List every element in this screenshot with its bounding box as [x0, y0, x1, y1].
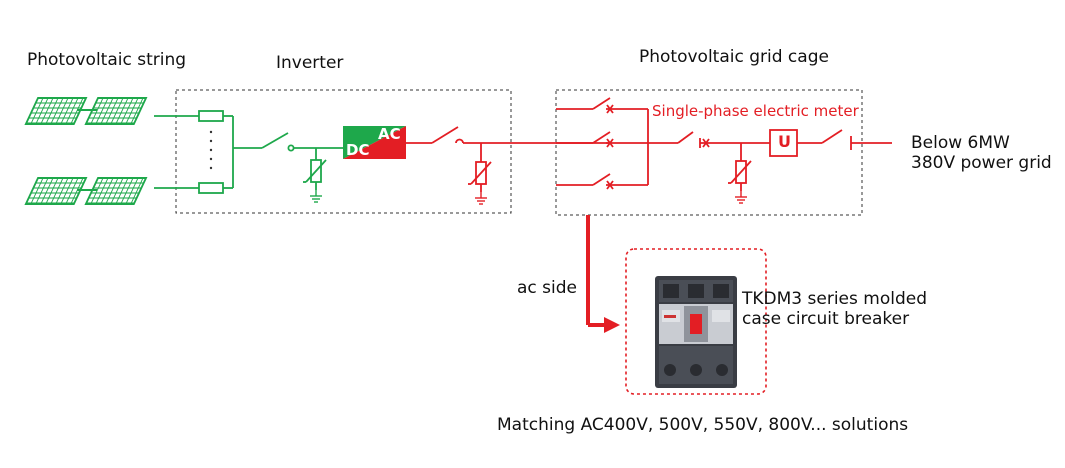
switch-icon	[592, 173, 611, 186]
fuse-icon	[198, 110, 224, 122]
inverter-ac-text: AC	[378, 125, 401, 143]
breaker-highlight-box	[625, 248, 767, 395]
switch-icon	[821, 129, 843, 144]
dc-wiring	[154, 110, 343, 203]
grid-cage-label: Photovoltaic grid cage	[639, 47, 829, 67]
molded-case-breaker-icon	[655, 276, 737, 388]
switch-icon	[592, 97, 611, 110]
grid-cage-wiring	[556, 97, 892, 204]
grid-label-line2: 380V power grid	[911, 152, 1052, 173]
ground-icon	[474, 191, 488, 205]
switch-icon	[677, 131, 694, 144]
switch-icon	[592, 131, 611, 144]
pv-string-label: Photovoltaic string	[27, 50, 187, 70]
ac-side-arrow	[586, 215, 620, 333]
breaker-label-line1: TKDM3 series molded	[742, 289, 927, 309]
ac-wiring	[406, 126, 610, 205]
grid-label: Below 6MW 380V power grid	[911, 133, 1052, 173]
footer-text: Matching AC400V, 500V, 550V, 800V... sol…	[497, 415, 909, 435]
solar-panel-icon	[24, 177, 148, 205]
fuse-icon	[198, 182, 224, 194]
breaker-label-line2: case circuit breaker	[742, 308, 910, 329]
ellipsis-dots	[209, 130, 213, 170]
inverter-dc-text: DC	[346, 141, 370, 159]
meter-icon	[769, 129, 798, 157]
grid-label-line1: Below 6MW	[911, 133, 1010, 153]
breaker-label: TKDM3 series molded case circuit breaker	[742, 289, 927, 329]
solar-panel-icon	[24, 97, 148, 125]
inverter-block	[343, 126, 406, 159]
meter-symbol-text: U	[778, 132, 791, 151]
inverter-box	[175, 89, 512, 214]
meter-label: Single-phase electric meter	[652, 102, 859, 121]
inverter-label: Inverter	[276, 53, 344, 73]
ground-icon	[734, 190, 748, 204]
switch-icon	[431, 126, 459, 144]
ground-icon	[309, 189, 323, 203]
switch-icon	[261, 132, 289, 149]
grid-cage-box	[555, 89, 863, 216]
ac-side-label: ac side	[517, 278, 577, 298]
